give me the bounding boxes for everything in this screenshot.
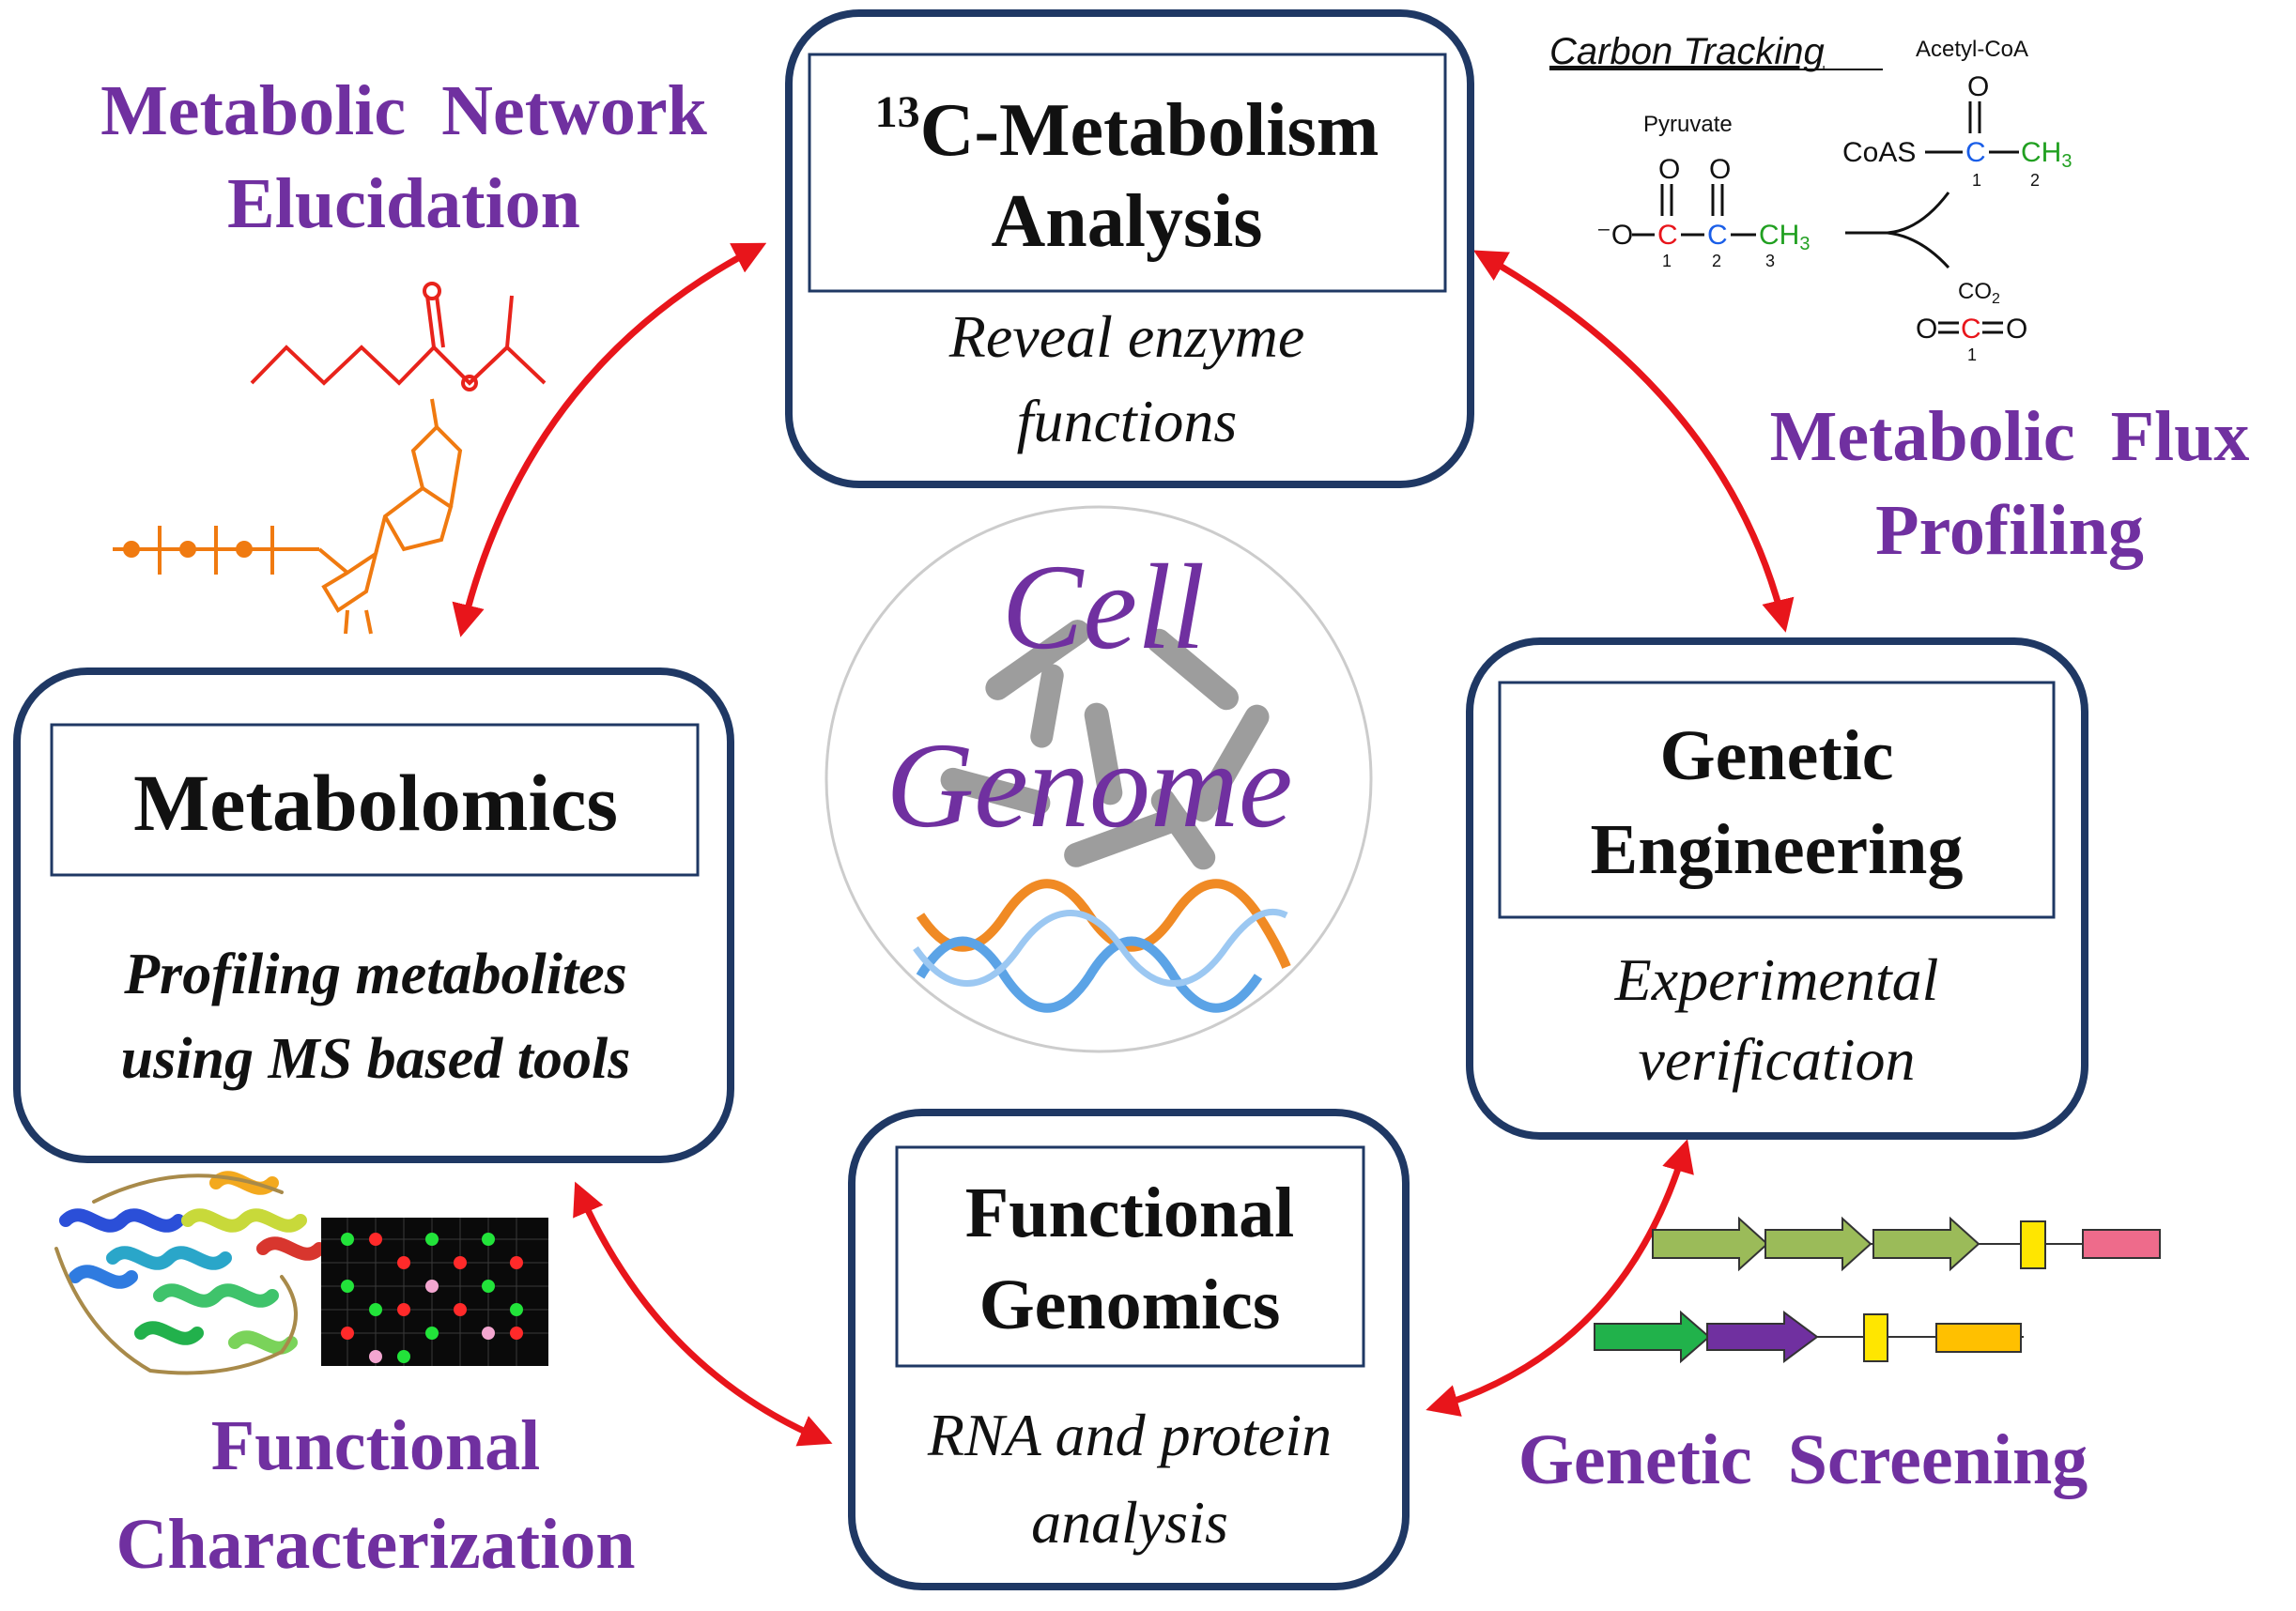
pyruvate-ch3: CH3 [1759,220,1810,254]
metabolomics-title: Metabolomics [133,758,618,848]
pyruvate-num-1: 1 [1662,252,1672,270]
co2-oxygen-left: O [1916,314,1937,345]
co2-oxygen-right: O [2006,314,2027,345]
carbon-tracking-title: Carbon Tracking [1549,31,1825,72]
pyruvate-carbon-2: C [1707,220,1728,251]
genetic-engineering-title-line2: Engineering [1591,810,1964,889]
box-functional-genomics: Functional Genomics RNA and protein anal… [848,1109,1410,1590]
arrow-metabolism-metabolomics [452,242,767,637]
label-characterization-line1: Functional [211,1406,541,1485]
co2-carbon: C [1961,314,1981,345]
metabolomics-subtitle-line1: Profiling metabolites [123,943,627,1006]
metabolism-subtitle-line1: Reveal enzyme [948,303,1304,370]
microarray-icon [321,1218,548,1366]
bacteria-cells-icon [940,620,1270,870]
acetyl-carbon-1: C [1965,137,1986,168]
acetyl-ch3: CH3 [2021,137,2072,172]
nucleotide-molecule-icon [113,398,463,635]
coas-label: CoAS [1842,137,1916,168]
acetyl-coa-label: Acetyl-CoA [1916,37,2028,62]
genetic-engineering-subtitle-line1: Experimental [1614,946,1939,1013]
metabolism-title: 13C-Metabolism [875,87,1379,172]
pyruvate-oxygen-2: O [1709,154,1731,185]
box-metabolomics: Metabolomics Profiling metabolites using… [13,667,734,1163]
reaction-fork-icon [1845,192,1950,269]
functional-genomics-title-line1: Functional [965,1174,1295,1252]
acetyl-oxygen: O [1967,71,1989,102]
metabolism-subtitle-line2: functions [1017,388,1238,454]
pyruvate-oxygen-1: O [1658,154,1680,185]
label-flux-line2: Profiling [1875,491,2144,570]
box-genetic-engineering: Genetic Engineering Experimental verific… [1466,637,2088,1140]
label-network-line1: Metabolic Network [100,71,708,150]
ester-molecule-icon [250,282,547,391]
label-flux-line1: Metabolic Flux [1770,397,2250,476]
co2-label: CO2 [1958,279,2000,307]
acetyl-num-1: 1 [1972,171,1981,190]
arrow-metabolism-genetic-engineering [1472,250,1795,633]
metabolomics-subtitle-line2: using MS based tools [121,1027,631,1091]
functional-genomics-subtitle-line2: analysis [1031,1489,1228,1556]
label-characterization-line2: Characterization [116,1505,636,1584]
functional-genomics-title-line2: Genomics [979,1266,1281,1344]
box-metabolism-analysis: 13C-Metabolism Analysis Reveal enzyme fu… [785,9,1474,488]
center-genome-label: Genome [886,718,1292,853]
dna-helix-icon [913,879,1291,1013]
arrow-functional-genomics-genetic-engineering [1425,1139,1694,1417]
pyruvate-o-minus: ⁻O [1596,220,1633,251]
center-cell-label: Cell [1002,540,1206,675]
genetic-engineering-title-line1: Genetic [1659,716,1893,795]
label-network-line2: Elucidation [227,164,580,243]
protein-structure-icon [54,1171,326,1375]
co2-num-1: 1 [1967,345,1977,364]
arrow-metabolomics-functional-genomics [573,1181,833,1447]
pyruvate-num-3: 3 [1765,252,1775,270]
functional-genomics-subtitle-line1: RNA and protein [927,1402,1332,1468]
pyruvate-num-2: 2 [1712,252,1721,270]
pyruvate-label: Pyruvate [1643,112,1733,137]
acetyl-num-2: 2 [2030,171,2040,190]
pyruvate-carbon-1: C [1657,220,1678,251]
metabolism-title-line2: Analysis [992,180,1263,263]
label-screening: Genetic Screening [1518,1420,2088,1499]
genetic-engineering-subtitle-line2: verification [1638,1026,1915,1093]
